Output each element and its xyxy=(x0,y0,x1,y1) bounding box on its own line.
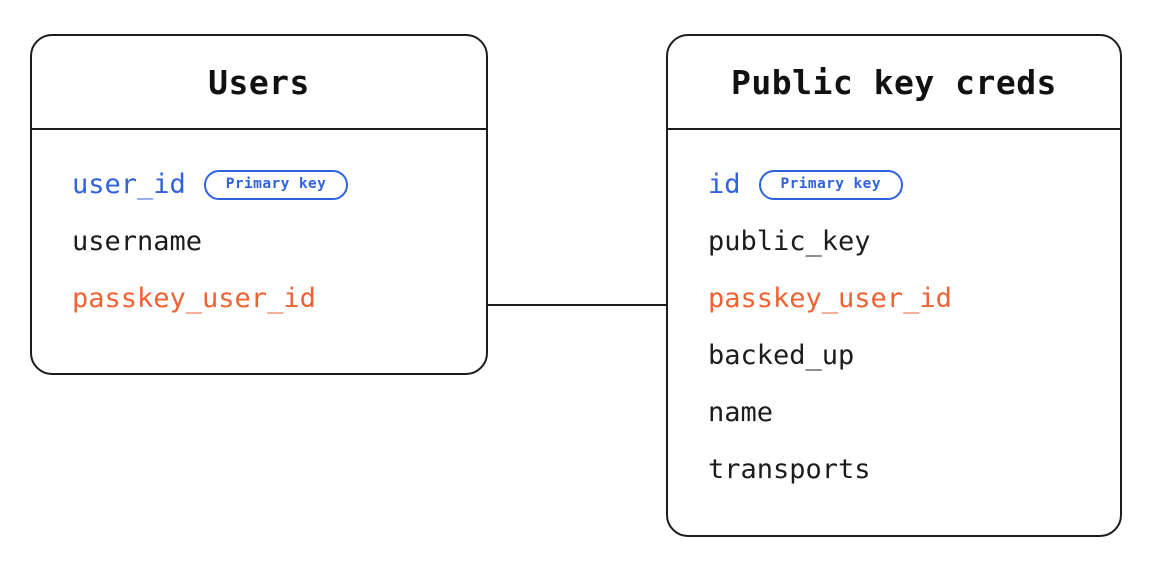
entity-users-title: Users xyxy=(208,62,310,102)
entity-public-key-creds[interactable]: Public key creds id Primary key public_k… xyxy=(666,34,1122,537)
field-name-transports: transports xyxy=(708,454,871,485)
entity-users[interactable]: Users user_id Primary key username passk… xyxy=(30,34,488,375)
field-name-id: id xyxy=(708,169,741,200)
field-name-passkey-user-id: passkey_user_id xyxy=(708,283,952,314)
field-name-user-id: user_id xyxy=(72,169,186,200)
field-name-username: username xyxy=(72,226,203,257)
field-row[interactable]: name xyxy=(668,384,1120,441)
field-name-public-key: public_key xyxy=(708,226,871,257)
field-name-backed-up: backed_up xyxy=(708,340,855,371)
field-row[interactable]: passkey_user_id xyxy=(668,270,1120,327)
relationship-connector-users-public-key-creds[interactable] xyxy=(487,304,667,306)
field-row[interactable]: username xyxy=(32,213,486,270)
entity-users-header: Users xyxy=(32,36,486,130)
field-row[interactable]: id Primary key xyxy=(668,156,1120,213)
entity-public-key-creds-title: Public key creds xyxy=(731,62,1057,102)
primary-key-badge: Primary key xyxy=(758,169,903,200)
entity-public-key-creds-header: Public key creds xyxy=(668,36,1120,130)
field-row[interactable]: passkey_user_id xyxy=(32,270,486,327)
primary-key-badge: Primary key xyxy=(203,169,349,200)
field-row[interactable]: backed_up xyxy=(668,327,1120,384)
entity-public-key-creds-fields: id Primary key public_key passkey_user_i… xyxy=(668,130,1120,498)
entity-users-fields: user_id Primary key username passkey_use… xyxy=(32,130,486,327)
field-row[interactable]: public_key xyxy=(668,213,1120,270)
field-name-passkey-user-id: passkey_user_id xyxy=(72,283,316,314)
primary-key-badge-label: Primary key xyxy=(780,176,881,193)
field-name-name: name xyxy=(708,397,774,428)
primary-key-badge-label: Primary key xyxy=(225,176,327,193)
field-row[interactable]: user_id Primary key xyxy=(32,156,486,213)
field-row[interactable]: transports xyxy=(668,441,1120,498)
